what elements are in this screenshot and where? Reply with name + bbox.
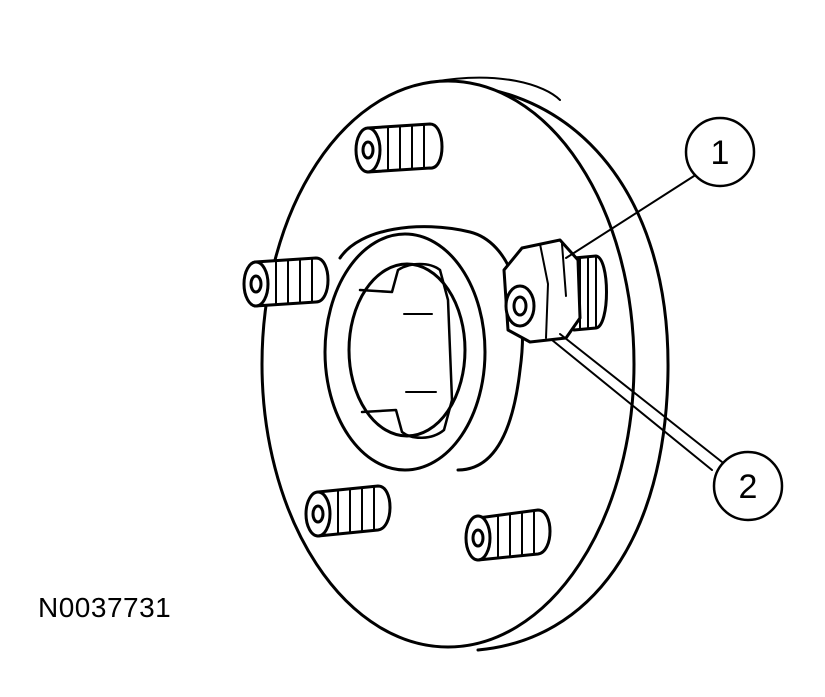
callout-2-label: 2 [739,468,758,506]
wheel-stud-bottom-right [464,508,552,562]
center-bore [323,225,524,472]
wheel-stud-bottom-left [304,484,392,538]
wheel-stud-left [242,256,330,308]
wheel-stud-top [354,122,444,174]
callout-1-circle [684,116,756,188]
callout-2-circle [712,450,784,522]
callout-2-leader [559,333,723,463]
wheel-stud-with-nut [502,238,608,344]
figure-id-label: N0037731 [38,592,172,623]
callout-1-label: 1 [711,134,730,172]
bore-spline [358,262,454,439]
callout-1-leader [565,175,695,259]
flange-rim-back [413,83,670,652]
